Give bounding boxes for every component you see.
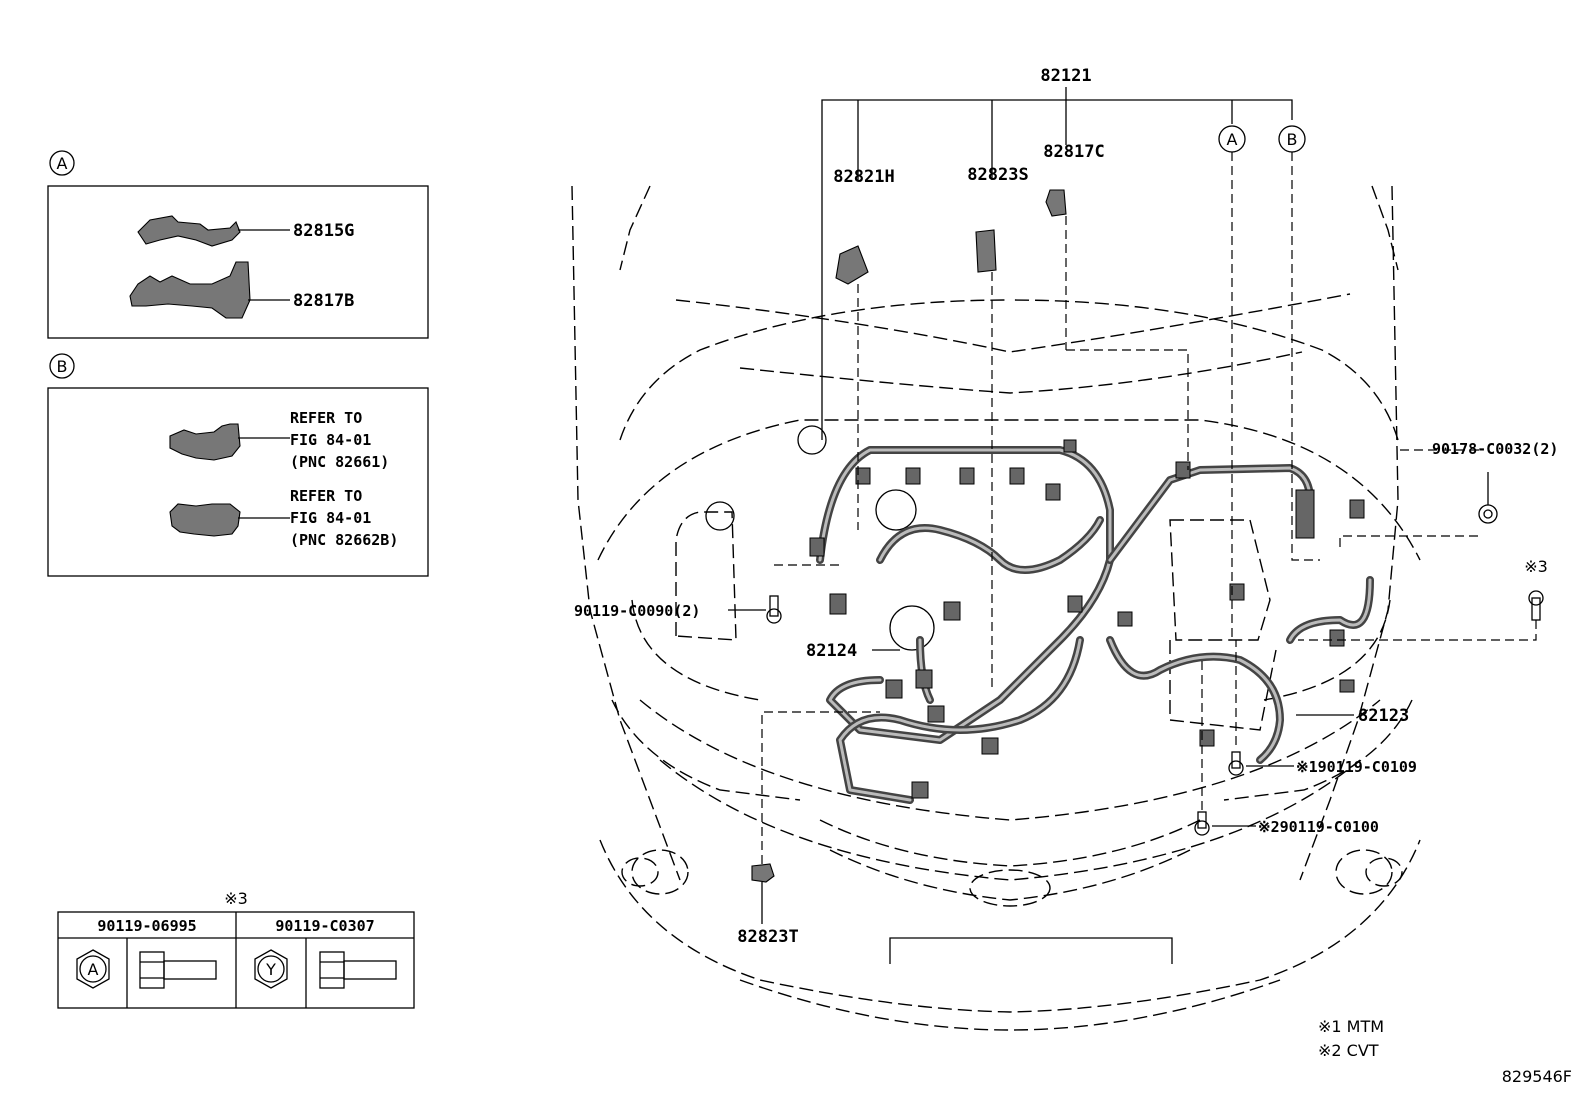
label-ref-3: ※3 (1524, 557, 1548, 576)
bolt-head-a-icon: A (76, 949, 110, 989)
ref1-line2: FIG 84-01 (290, 431, 371, 449)
protector-82821h-icon (835, 245, 869, 285)
callout-b-main: B (1287, 130, 1298, 149)
label-90119-c0100: ※290119-C0100 (1258, 818, 1379, 836)
bracket-82817b-icon (129, 261, 251, 319)
note-1: ※1 MTM (1318, 1017, 1384, 1036)
callout-a-circle (49, 150, 75, 176)
engine-harness (809, 439, 1374, 804)
ref2-line2: FIG 84-01 (290, 509, 371, 527)
connector (959, 467, 975, 485)
note-2: ※2 CVT (1318, 1041, 1379, 1060)
protector-82823t-icon (751, 863, 775, 883)
connector (981, 737, 999, 755)
inset-b: B REFER TO FIG 84-01 (PNC 82661) REFER T… (47, 353, 429, 577)
bolt-side-view-1-icon (139, 951, 217, 989)
bolt-col1-part: 90119-06995 (97, 917, 196, 935)
label-82815g: 82815G (293, 221, 354, 241)
connector (1045, 483, 1061, 501)
ref1-line3: (PNC 82661) (290, 453, 389, 471)
connector (855, 467, 871, 485)
label-90119-c0109: ※190119-C0109 (1296, 758, 1417, 776)
connector (1009, 467, 1025, 485)
connector (1329, 629, 1345, 647)
connector (943, 601, 961, 621)
ref2-line1: REFER TO (290, 487, 362, 505)
bolt-side-view-2-icon (319, 951, 397, 989)
connector (829, 593, 847, 615)
relay-block-82661-icon (169, 423, 241, 461)
figure-id: 829546F (1502, 1067, 1572, 1086)
bolt-table: ※3 90119-06995 90119-C0307 A Y (57, 889, 415, 1009)
bolt-head-y-icon: Y (254, 949, 288, 989)
ref1-line1: REFER TO (290, 409, 362, 427)
label-82823t: 82823T (737, 927, 798, 947)
ref2-line3: (PNC 82662B) (290, 531, 398, 549)
connector (1349, 499, 1365, 519)
callout-a-letter: A (57, 154, 68, 173)
svg-text:Y: Y (265, 960, 276, 979)
connector (1117, 611, 1133, 627)
connector (905, 467, 921, 485)
label-90119-c0090: 90119-C0090(2) (574, 602, 700, 620)
connector (1339, 679, 1355, 693)
connector (1295, 489, 1315, 539)
connector (1199, 729, 1215, 747)
svg-text:A: A (88, 960, 99, 979)
relay-block-82662b-icon (169, 503, 241, 537)
label-82124: 82124 (806, 641, 857, 661)
bolt-90119-c0109-icon (1228, 751, 1244, 776)
connector (927, 705, 945, 723)
vehicle-outline (571, 185, 1421, 1031)
connector (885, 679, 903, 699)
inset-b-frame (47, 387, 429, 577)
bolt-col2-part: 90119-C0307 (275, 917, 374, 935)
connector (911, 781, 929, 799)
protector-82823s-icon (975, 229, 997, 273)
label-82823s: 82823S (967, 165, 1028, 185)
protector-82817c-icon (1045, 189, 1067, 217)
bolt-table-title: ※3 (224, 889, 248, 908)
label-82123: 82123 (1358, 706, 1409, 726)
bolt-90119-c0100-icon (1194, 811, 1210, 836)
bracket-82815g-icon (137, 215, 241, 247)
callout-b-letter: B (57, 357, 68, 376)
connector (915, 669, 933, 689)
connector (1175, 461, 1191, 479)
callout-b-circle (49, 353, 75, 379)
inset-a: A 82815G 82817B (47, 150, 429, 339)
connector (1067, 595, 1083, 613)
bolt-90178-c0032-icon (1478, 504, 1498, 524)
connector (1063, 439, 1077, 453)
label-82817b: 82817B (293, 291, 354, 311)
label-82821h: 82821H (833, 167, 894, 187)
bolt-90119-c0090-icon (766, 595, 782, 624)
connector (1229, 583, 1245, 601)
inset-a-frame (47, 185, 429, 339)
bolt-3-icon (1528, 590, 1544, 621)
connector (809, 537, 825, 557)
label-82817c: 82817C (1043, 142, 1104, 162)
leader-lines (728, 87, 1537, 924)
label-90178-c0032: 90178-C0032(2) (1432, 440, 1558, 458)
label-82121: 82121 (1040, 66, 1091, 86)
callout-a-main: A (1227, 130, 1238, 149)
